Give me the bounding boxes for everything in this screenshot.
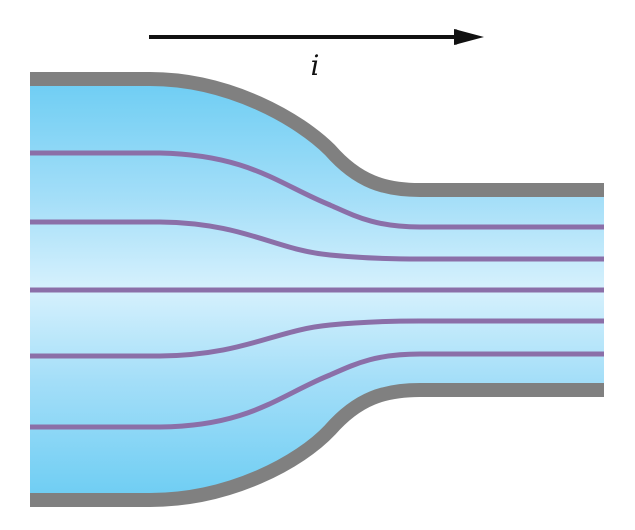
arrowhead-icon [454, 29, 484, 45]
conductor-wall-bottom [30, 383, 604, 507]
current-line [30, 150, 604, 230]
current-label: i [311, 49, 320, 82]
current-line [30, 351, 604, 430]
current-line [30, 318, 604, 359]
conductor-wall-top [30, 72, 604, 197]
current-line [30, 219, 604, 262]
current-flow-lines [30, 150, 604, 430]
